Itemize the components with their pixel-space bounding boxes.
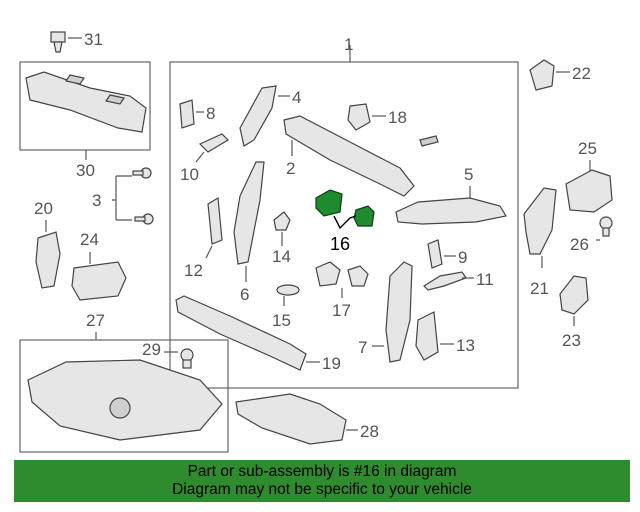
info-banner-line-1: Part or sub-assembly is #16 in diagram [187,463,457,480]
part-4-support[interactable] [239,85,277,147]
part-27-frame [19,339,229,453]
callout-3[interactable]: 3 [92,191,101,210]
callout-5[interactable]: 5 [464,165,473,184]
callout-7[interactable]: 7 [358,338,367,357]
part-6-side-support[interactable] [233,161,265,265]
callout-18[interactable]: 18 [388,108,407,127]
part-31-clip[interactable] [50,31,66,53]
callout-29[interactable]: 29 [142,340,161,359]
callout-13[interactable]: 13 [456,336,475,355]
part-29-clip[interactable] [180,348,194,369]
callout-21[interactable]: 21 [530,279,549,298]
callout-14[interactable]: 14 [272,247,291,266]
callout-22[interactable]: 22 [572,64,591,83]
callout-26[interactable]: 26 [570,235,589,254]
callout-1[interactable]: 1 [344,35,353,54]
part-26-clip[interactable] [599,216,613,237]
part-3-bolts[interactable] [132,167,154,225]
part-25-bracket[interactable] [565,169,613,213]
part-18-bracket[interactable] [347,103,371,131]
callout-25[interactable]: 25 [578,139,597,158]
info-banner-line-2: Diagram may not be specific to your vehi… [172,481,472,498]
part-2-crossmember[interactable] [283,115,415,197]
callout-31[interactable]: 31 [84,30,103,49]
callout-4[interactable]: 4 [292,88,301,107]
part-30-upper-cover[interactable] [25,71,147,133]
callout-17[interactable]: 17 [332,301,351,320]
part-20-bracket[interactable] [35,231,61,289]
part-16-highlighted[interactable] [315,189,375,227]
callout-16[interactable]: 16 [330,234,350,254]
callout-23[interactable]: 23 [562,331,581,350]
callout-6[interactable]: 6 [240,285,249,304]
main-assembly-frame [169,61,519,389]
part-24-splash-shield[interactable] [71,261,127,301]
callout-10[interactable]: 10 [180,165,199,184]
callout-2[interactable]: 2 [286,159,295,178]
part-21-bracket[interactable] [523,187,557,255]
part-30-frame [19,61,151,151]
part-5-reinforcement[interactable] [395,197,507,225]
callout-27[interactable]: 27 [86,311,105,330]
part-19-lower-crossmember[interactable] [175,295,307,371]
part-28-under-cover[interactable] [235,393,347,445]
part-9-bracket[interactable] [427,239,443,269]
part-22-bracket[interactable] [529,59,555,91]
callout-20[interactable]: 20 [34,199,53,218]
part-7-side-support[interactable] [385,261,413,363]
callout-30[interactable]: 30 [76,161,95,180]
callout-12[interactable]: 12 [184,261,203,280]
callout-24[interactable]: 24 [80,230,99,249]
part-14-seal[interactable] [273,211,291,231]
part-13-brace[interactable] [415,311,439,361]
part-12-brace[interactable] [207,196,223,245]
part-11-brace[interactable] [423,271,467,291]
info-banner: Part or sub-assembly is #16 in diagram D… [14,460,630,502]
callout-11[interactable]: 11 [476,270,494,289]
part-15-grommet[interactable] [276,284,300,296]
part-17-brackets[interactable] [315,261,369,287]
callout-28[interactable]: 28 [360,422,379,441]
part-8-bracket[interactable] [179,99,195,129]
callout-19[interactable]: 19 [322,354,341,373]
part-23-bracket[interactable] [559,275,589,315]
callout-9[interactable]: 9 [458,248,467,267]
callout-15[interactable]: 15 [272,311,291,330]
callout-8[interactable]: 8 [206,104,215,123]
part-10-bracket[interactable] [198,133,229,153]
